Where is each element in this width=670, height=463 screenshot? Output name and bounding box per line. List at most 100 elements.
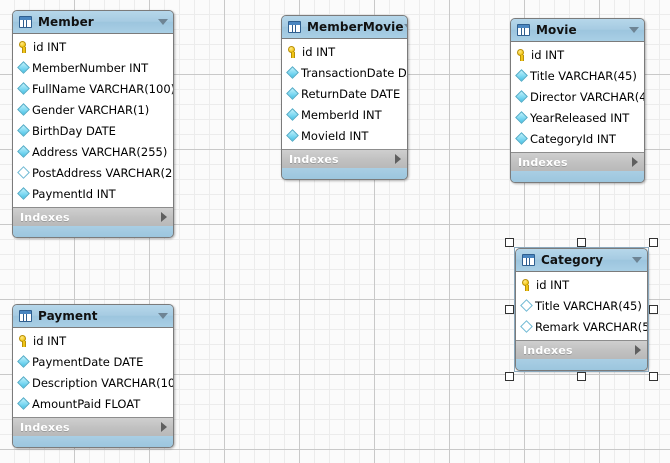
resize-handle-top-right[interactable] [649,238,658,247]
chevron-down-icon[interactable] [403,24,407,30]
indexes-section[interactable]: Indexes [13,417,173,436]
resize-handle-bottom-center[interactable] [577,372,586,381]
column-row[interactable]: Director VARCHAR(45) [511,86,644,107]
diamond-filled-icon [515,69,528,82]
indexes-label: Indexes [289,152,339,166]
column-label: MovieId INT [301,128,369,143]
diamond-filled-icon [17,103,30,116]
column-row[interactable]: AmountPaid FLOAT [13,393,173,414]
table-header[interactable]: MemberMovie [282,16,407,39]
diamond-filled-icon [286,87,299,100]
key-icon [18,334,29,347]
column-row[interactable]: id INT [511,44,644,65]
column-row[interactable]: YearReleased INT [511,107,644,128]
column-label: Description VARCHAR(100) [32,375,174,390]
table-footer-strip [13,436,173,447]
table-node-payment[interactable]: Payment id INT PaymentDate DATE Description… [12,304,174,448]
chevron-right-icon[interactable] [635,345,641,355]
indexes-section[interactable]: Indexes [511,152,644,171]
diamond-filled-icon [286,66,299,79]
table-title: MemberMovie [307,20,404,34]
diamond-hollow-icon [17,166,30,179]
resize-handle-top-center[interactable] [577,238,586,247]
column-row[interactable]: PaymentId INT [13,183,173,204]
diamond-filled-icon [17,145,30,158]
column-row[interactable]: Description VARCHAR(100) [13,372,173,393]
column-row[interactable]: ReturnDate DATE [282,83,407,104]
table-header[interactable]: Movie [511,19,644,42]
column-label: PaymentId INT [32,186,116,201]
column-row[interactable]: Address VARCHAR(255) [13,141,173,162]
diamond-filled-icon [515,111,528,124]
column-label: Gender VARCHAR(1) [32,102,150,117]
chevron-down-icon[interactable] [629,27,639,33]
column-row[interactable]: Title VARCHAR(45) [511,65,644,86]
table-frame[interactable]: Member id INT MemberNumber INT FullName VAR… [12,10,174,238]
table-header[interactable]: Payment [13,305,173,328]
indexes-section[interactable]: Indexes [516,340,647,359]
column-row[interactable]: MemberId INT [282,104,407,125]
indexes-section[interactable]: Indexes [282,149,407,168]
column-label: Director VARCHAR(45) [530,89,644,104]
column-row[interactable]: id INT [282,41,407,62]
column-row[interactable]: Title VARCHAR(45) [516,295,647,316]
column-row[interactable]: MemberNumber INT [13,57,173,78]
indexes-label: Indexes [523,343,573,357]
column-label: BirthDay DATE [32,123,116,138]
resize-handle-top-left[interactable] [505,238,514,247]
table-header[interactable]: Member [13,11,173,34]
column-row[interactable]: MovieId INT [282,125,407,146]
diamond-filled-icon [515,90,528,103]
column-row[interactable]: id INT [13,36,173,57]
diamond-filled-icon [17,61,30,74]
column-row[interactable]: PaymentDate DATE [13,351,173,372]
table-icon [19,16,32,28]
resize-handle-middle-right[interactable] [649,305,658,314]
chevron-down-icon[interactable] [632,257,642,263]
table-title: Member [38,15,94,29]
chevron-right-icon[interactable] [161,422,167,432]
column-row[interactable]: id INT [13,330,173,351]
column-row[interactable]: id INT [516,274,647,295]
resize-handle-middle-left[interactable] [505,305,514,314]
table-header[interactable]: Category [516,249,647,272]
column-label: CategoryId INT [530,131,616,146]
chevron-right-icon[interactable] [395,154,401,164]
table-node-member[interactable]: Member id INT MemberNumber INT FullName VAR… [12,10,174,238]
column-row[interactable]: CategoryId INT [511,128,644,149]
chevron-down-icon[interactable] [158,19,168,25]
resize-handle-bottom-right[interactable] [649,372,658,381]
column-label: Address VARCHAR(255) [32,144,168,159]
key-icon [287,45,298,58]
chevron-right-icon[interactable] [161,212,167,222]
column-row[interactable]: Remark VARCHAR(500) [516,316,647,337]
chevron-right-icon[interactable] [632,157,638,167]
column-label: id INT [33,333,67,348]
indexes-section[interactable]: Indexes [13,207,173,226]
column-label: id INT [33,39,67,54]
column-row[interactable]: PostAddress VARCHAR(255) [13,162,173,183]
column-row[interactable]: Gender VARCHAR(1) [13,99,173,120]
table-icon [19,310,32,322]
diamond-filled-icon [17,376,30,389]
column-row[interactable]: TransactionDate DATE [282,62,407,83]
diamond-filled-icon [515,132,528,145]
column-row[interactable]: BirthDay DATE [13,120,173,141]
column-label: Title VARCHAR(45) [530,68,637,83]
column-label: ReturnDate DATE [301,86,401,101]
resize-handle-bottom-left[interactable] [505,372,514,381]
column-label: YearReleased INT [530,110,630,125]
table-frame[interactable]: Payment id INT PaymentDate DATE Description… [12,304,174,448]
column-label: FullName VARCHAR(100) [32,81,174,96]
key-icon [18,40,29,53]
chevron-down-icon[interactable] [158,313,168,319]
column-row[interactable]: FullName VARCHAR(100) [13,78,173,99]
